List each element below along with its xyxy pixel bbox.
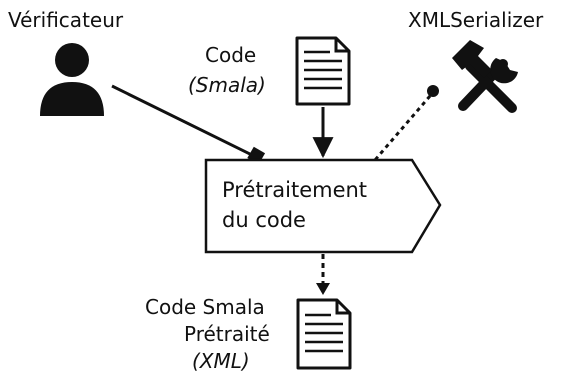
actor-connector [111, 84, 257, 159]
process-label-line1: Prétraitement [222, 178, 367, 202]
input-label-line2: (Smala) [188, 73, 266, 97]
process-box [204, 158, 442, 254]
document-icon [296, 298, 352, 370]
serializer-label: XMLSerializer [408, 8, 544, 32]
output-label-line3: (XML) [192, 349, 250, 373]
tools-icon [452, 40, 518, 113]
output-label-line1: Code Smala [145, 295, 265, 319]
output-label-line2: Prétraité [184, 322, 270, 346]
input-label-line1: Code [205, 43, 256, 67]
actor-label: Vérificateur [8, 8, 124, 32]
serializer-dot [427, 85, 439, 97]
user-icon [40, 43, 104, 116]
serializer-connector [373, 95, 432, 161]
document-icon [295, 36, 351, 106]
output-arrowhead [316, 283, 330, 295]
process-label-line2: du code [222, 208, 306, 232]
